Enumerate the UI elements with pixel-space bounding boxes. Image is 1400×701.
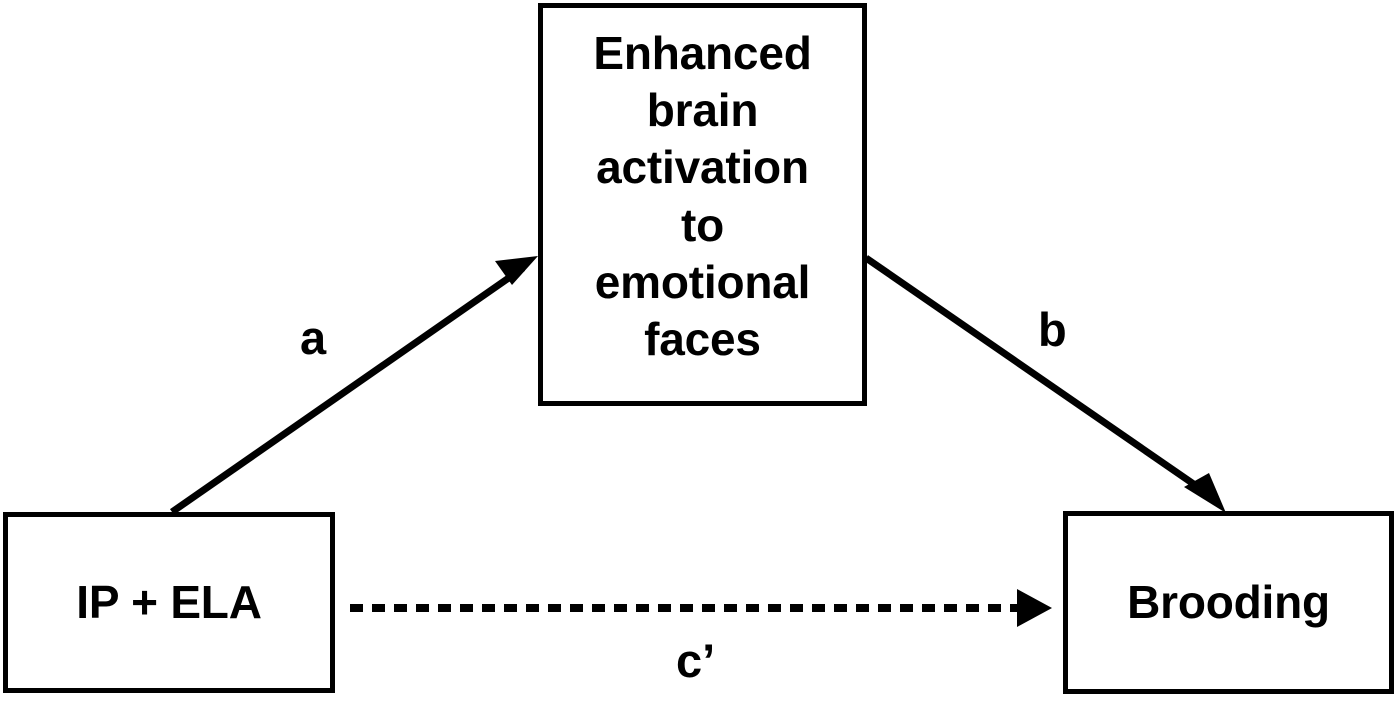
node-label-predictor: IP + ELA xyxy=(76,575,262,628)
path-b-arrowhead-icon xyxy=(1184,473,1226,513)
path-label-c-prime: c’ xyxy=(676,634,716,687)
path-b-connector xyxy=(864,255,1226,513)
path-label-b: b xyxy=(1038,303,1067,356)
path-a-arrowhead-icon xyxy=(495,256,538,285)
path-c-prime-connector xyxy=(350,589,1052,627)
path-a-connector xyxy=(170,256,538,515)
path-b-line xyxy=(864,255,1213,499)
node-box-outcome[interactable]: Brooding xyxy=(1063,511,1394,694)
node-box-predictor[interactable]: IP + ELA xyxy=(3,512,335,693)
path-label-a: a xyxy=(300,311,327,364)
node-box-mediator[interactable]: Enhanced brain activation to emotional f… xyxy=(538,3,867,406)
node-label-outcome: Brooding xyxy=(1127,575,1330,628)
path-a-line xyxy=(170,265,525,515)
node-label-mediator: Enhanced brain activation to emotional f… xyxy=(593,27,812,365)
path-c-prime-arrowhead-icon xyxy=(1017,589,1052,627)
